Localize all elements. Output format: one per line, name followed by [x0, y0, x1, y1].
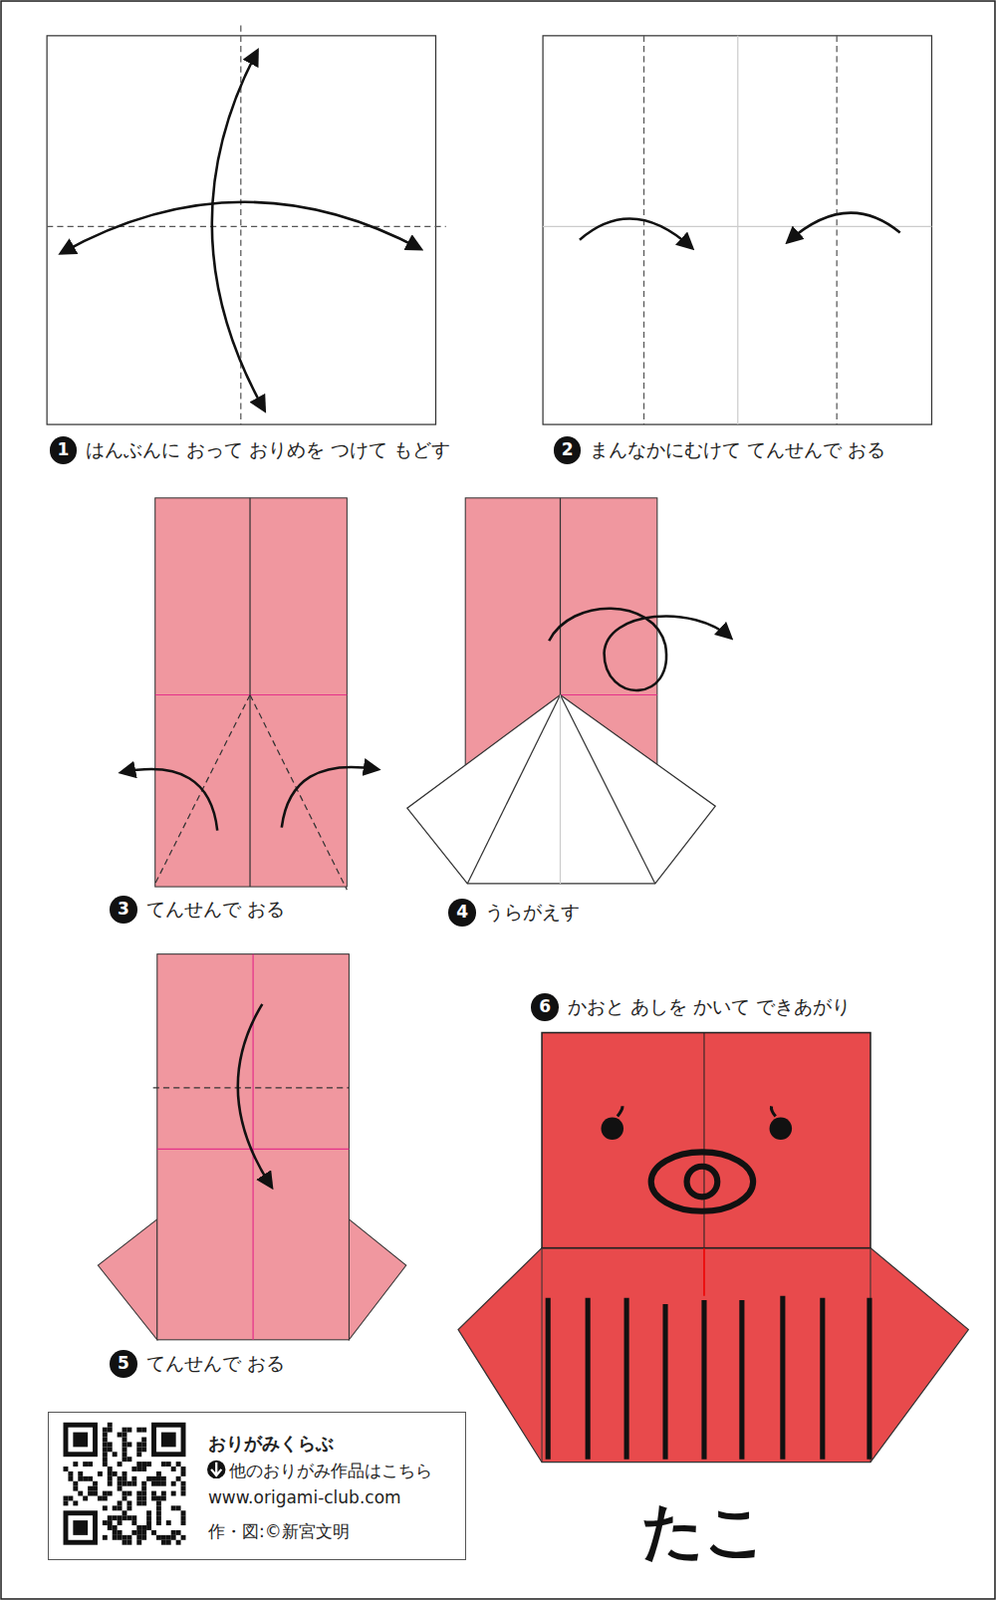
step-caption: かおと あしを かいて できあがり: [567, 994, 851, 1020]
step-caption: うらがえす: [485, 899, 580, 926]
title: たこ: [641, 1489, 767, 1573]
footer-text: 他のおりがみ作品はこちら: [229, 1459, 433, 1483]
step-number: 3: [109, 895, 138, 924]
step-number: 1: [49, 436, 78, 465]
footer-box: おりがみくらぶ他のおりがみ作品はこちら www.origami-club.com 作…: [47, 1411, 467, 1560]
step-caption: てんせんで おる: [146, 1350, 285, 1377]
step-number: 2: [553, 436, 582, 465]
step-caption: まんなかにむけて てんせんで おる: [589, 437, 886, 464]
step-caption: はんぶんに おって おりめを つけて もどす: [85, 437, 451, 464]
step-number: 5: [109, 1349, 138, 1378]
site-name: おりがみくらぶ: [208, 1431, 334, 1456]
footer-text: 作・図:©新宮文明: [208, 1519, 350, 1543]
step-caption: てんせんで おる: [146, 896, 285, 923]
footer-text: www.origami-club.com: [208, 1487, 402, 1507]
step-number: 6: [530, 993, 559, 1021]
step-number: 4: [448, 898, 477, 927]
